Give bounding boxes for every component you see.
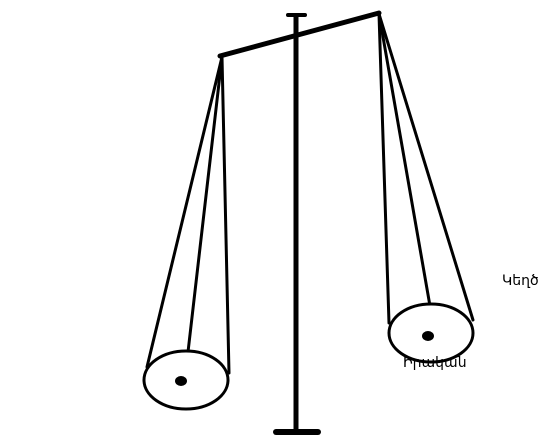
right-pan-strings xyxy=(379,14,473,323)
left-pan-center-dot xyxy=(175,376,187,386)
left-pan-label: Իրական xyxy=(403,356,467,370)
right-pan-center-dot xyxy=(422,331,434,341)
right-pan-label: Կեղծ xyxy=(502,274,539,288)
scale-beam xyxy=(220,13,379,56)
left-pan-strings xyxy=(147,57,229,373)
